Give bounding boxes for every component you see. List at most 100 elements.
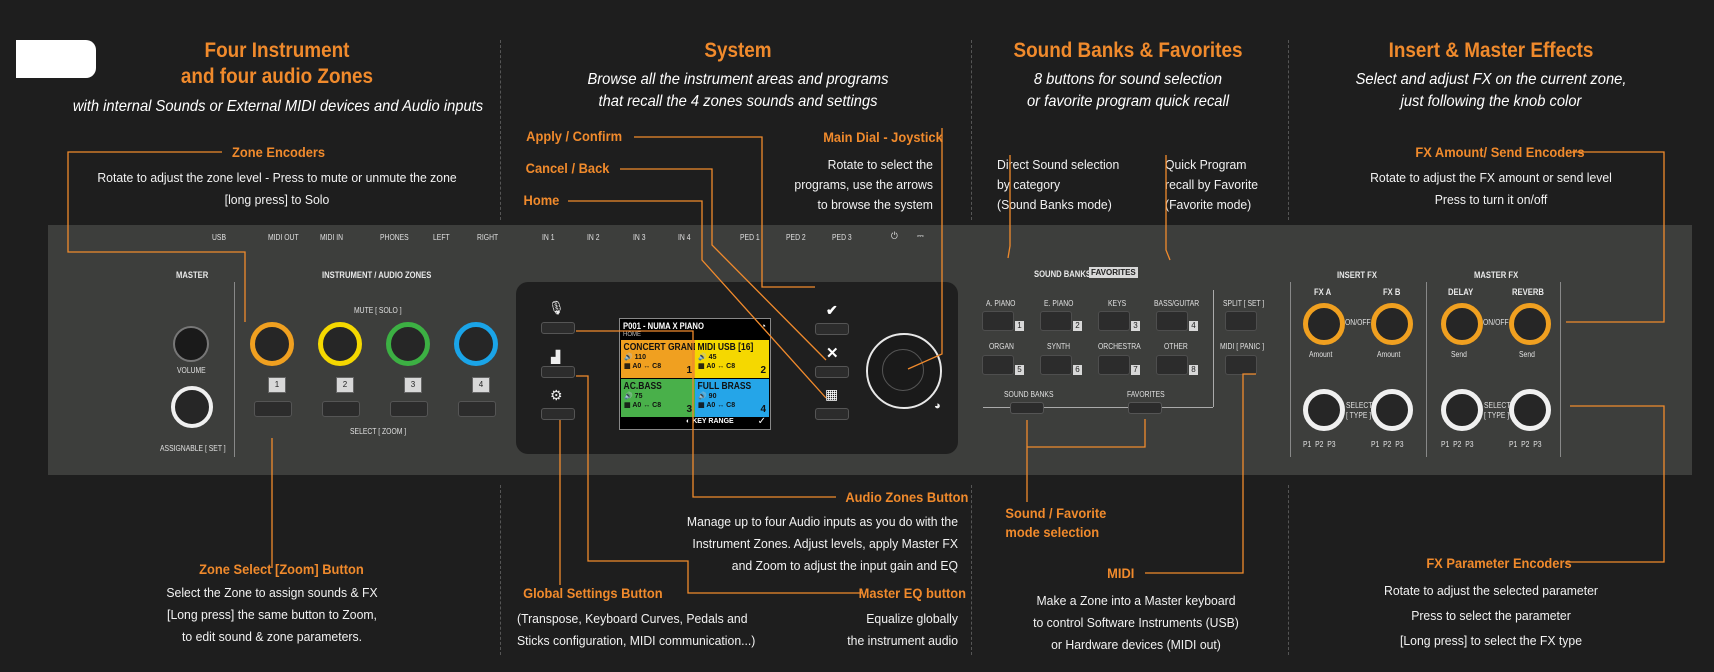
port-label: LEFT [433,233,450,242]
zone-volume: 🔊 90 [698,393,717,400]
master-divider [234,282,235,457]
delay-send-knob[interactable] [1441,303,1483,345]
main-dial-desc: Rotate to select the programs, use the a… [794,157,933,212]
zone-range: ▦ A0 ↔ C8 [624,363,662,370]
zone-1-number: 1 [268,377,286,393]
zone-select-desc: Select the Zone to assign sounds & FX [L… [166,585,378,644]
bank-button-6[interactable] [1040,355,1072,375]
bank-number: 2 [1073,321,1082,331]
master-fx-param-knob[interactable] [1509,389,1551,431]
port-label: PED 3 [832,233,852,242]
zone-3-encoder[interactable] [386,322,430,366]
fx-a-amount-knob[interactable] [1303,303,1345,345]
global-settings-label: Global Settings Button [523,585,663,601]
master-fx-param-knob[interactable] [1441,389,1483,431]
bank-label: OTHER [1164,342,1188,351]
fx-param-knob[interactable] [1371,389,1413,431]
select-type-label: SELECT [ TYPE ] [1346,401,1373,420]
fx-a-label: FX A [1314,287,1332,297]
volume-label: VOLUME [177,366,206,375]
cancel-back-label: Cancel / Back [525,160,610,176]
fx-param-knob[interactable] [1303,389,1345,431]
fx-divider [1560,282,1561,457]
midi-button[interactable] [1225,355,1257,375]
zone-1-select-button[interactable] [254,401,292,417]
zone-3-select-button[interactable] [390,401,428,417]
key-range-label: ◐ KEY RANGE [686,418,734,425]
reverb-send-knob[interactable] [1509,303,1551,345]
cancel-back-button[interactable] [815,366,849,378]
onoff-label: ON/OFF [1483,318,1509,327]
volume-knob[interactable] [173,326,209,362]
quick-program-desc: Quick Program recall by Favorite (Favori… [1165,157,1259,212]
port-label: MIDI IN [320,233,344,242]
split-button[interactable] [1225,311,1257,331]
zone-4-encoder[interactable] [454,322,498,366]
zone-volume: 🔊 45 [698,354,717,361]
sound-banks-title: SOUND BANKS [1034,269,1091,279]
home-label: Home [523,192,560,208]
favorites-mode-button[interactable] [1128,402,1162,414]
split-label: SPLIT [ SET ] [1223,299,1265,308]
zone-volume: 🔊 110 [624,354,646,361]
system-section-title: System [704,39,772,62]
apply-icon: ✔ [826,302,838,318]
zones-title: INSTRUMENT / AUDIO ZONES [322,270,432,280]
home-button[interactable] [815,408,849,420]
zone-name: AC.BASS [623,381,662,392]
program-icon: ◔ [760,321,766,331]
corner-tab [16,40,96,78]
master-eq-icon: ▟ [551,350,561,364]
zone-name: FULL BRASS [697,381,752,392]
port-label: PED 1 [740,233,760,242]
banks-section-title: Sound Banks & Favorites [1013,39,1243,62]
sound-banks-mode-button[interactable] [1010,402,1044,414]
zone-range: ▦ A0 ↔ C8 [698,402,736,409]
zone-3-number: 3 [404,377,422,393]
banks-section-subtitle: 8 buttons for sound selection or favorit… [1026,71,1230,110]
zone-index: 3 [686,404,692,415]
port-label: PED 2 [786,233,806,242]
bank-button-8[interactable] [1156,355,1188,375]
bank-button-3[interactable] [1098,311,1130,331]
bank-button-1[interactable] [982,311,1014,331]
mode-favorites-label: FAVORITES [1127,390,1165,399]
zone-2-select-button[interactable] [322,401,360,417]
amount-label: Amount [1309,350,1333,359]
fx-divider [1290,282,1291,457]
zone-1-encoder[interactable] [250,322,294,366]
bank-button-5[interactable] [982,355,1014,375]
bank-button-4[interactable] [1156,311,1188,331]
zone-index: 1 [686,365,692,376]
assignable-knob[interactable] [171,386,213,428]
fx-b-amount-knob[interactable] [1371,303,1413,345]
send-label: Send [1519,350,1535,359]
port-label: RIGHT [477,233,499,242]
zone-2-encoder[interactable] [318,322,362,366]
bank-number: 5 [1015,365,1024,375]
zone-range: ▦ A0 ↔ C8 [624,402,662,409]
bank-label: E. PIANO [1044,299,1074,308]
p-label: P1 P2 P3 [1509,440,1542,449]
p-label: P1 P2 P3 [1303,440,1336,449]
master-eq-button[interactable] [541,366,575,378]
apply-confirm-label: Apply / Confirm [526,128,623,144]
delay-label: DELAY [1448,287,1474,297]
mute-solo-label: MUTE [ SOLO ] [354,306,402,315]
divider [971,40,972,220]
zones-section-subtitle: with internal Sounds or External MIDI de… [72,98,484,115]
bank-button-2[interactable] [1040,311,1072,331]
main-dial-center [882,349,924,391]
zone-4-select-button[interactable] [458,401,496,417]
bank-button-7[interactable] [1098,355,1130,375]
midi-panic-label: MIDI [ PANIC ] [1220,342,1265,351]
zone-range: ▦ A0 ↔ C8 [698,363,736,370]
apply-confirm-button[interactable] [815,323,849,335]
fx-param-label: FX Parameter Encoders [1426,555,1572,571]
divider [1288,485,1289,655]
zone-encoders-label: Zone Encoders [232,144,326,160]
global-settings-button[interactable] [541,408,575,420]
lcd-screen: P001 - NUMA X PIANO ◔ HOME CONCERT GRAND… [619,318,771,430]
audio-zones-button[interactable] [541,322,575,334]
zone-name: MIDI USB [16] [697,342,754,353]
